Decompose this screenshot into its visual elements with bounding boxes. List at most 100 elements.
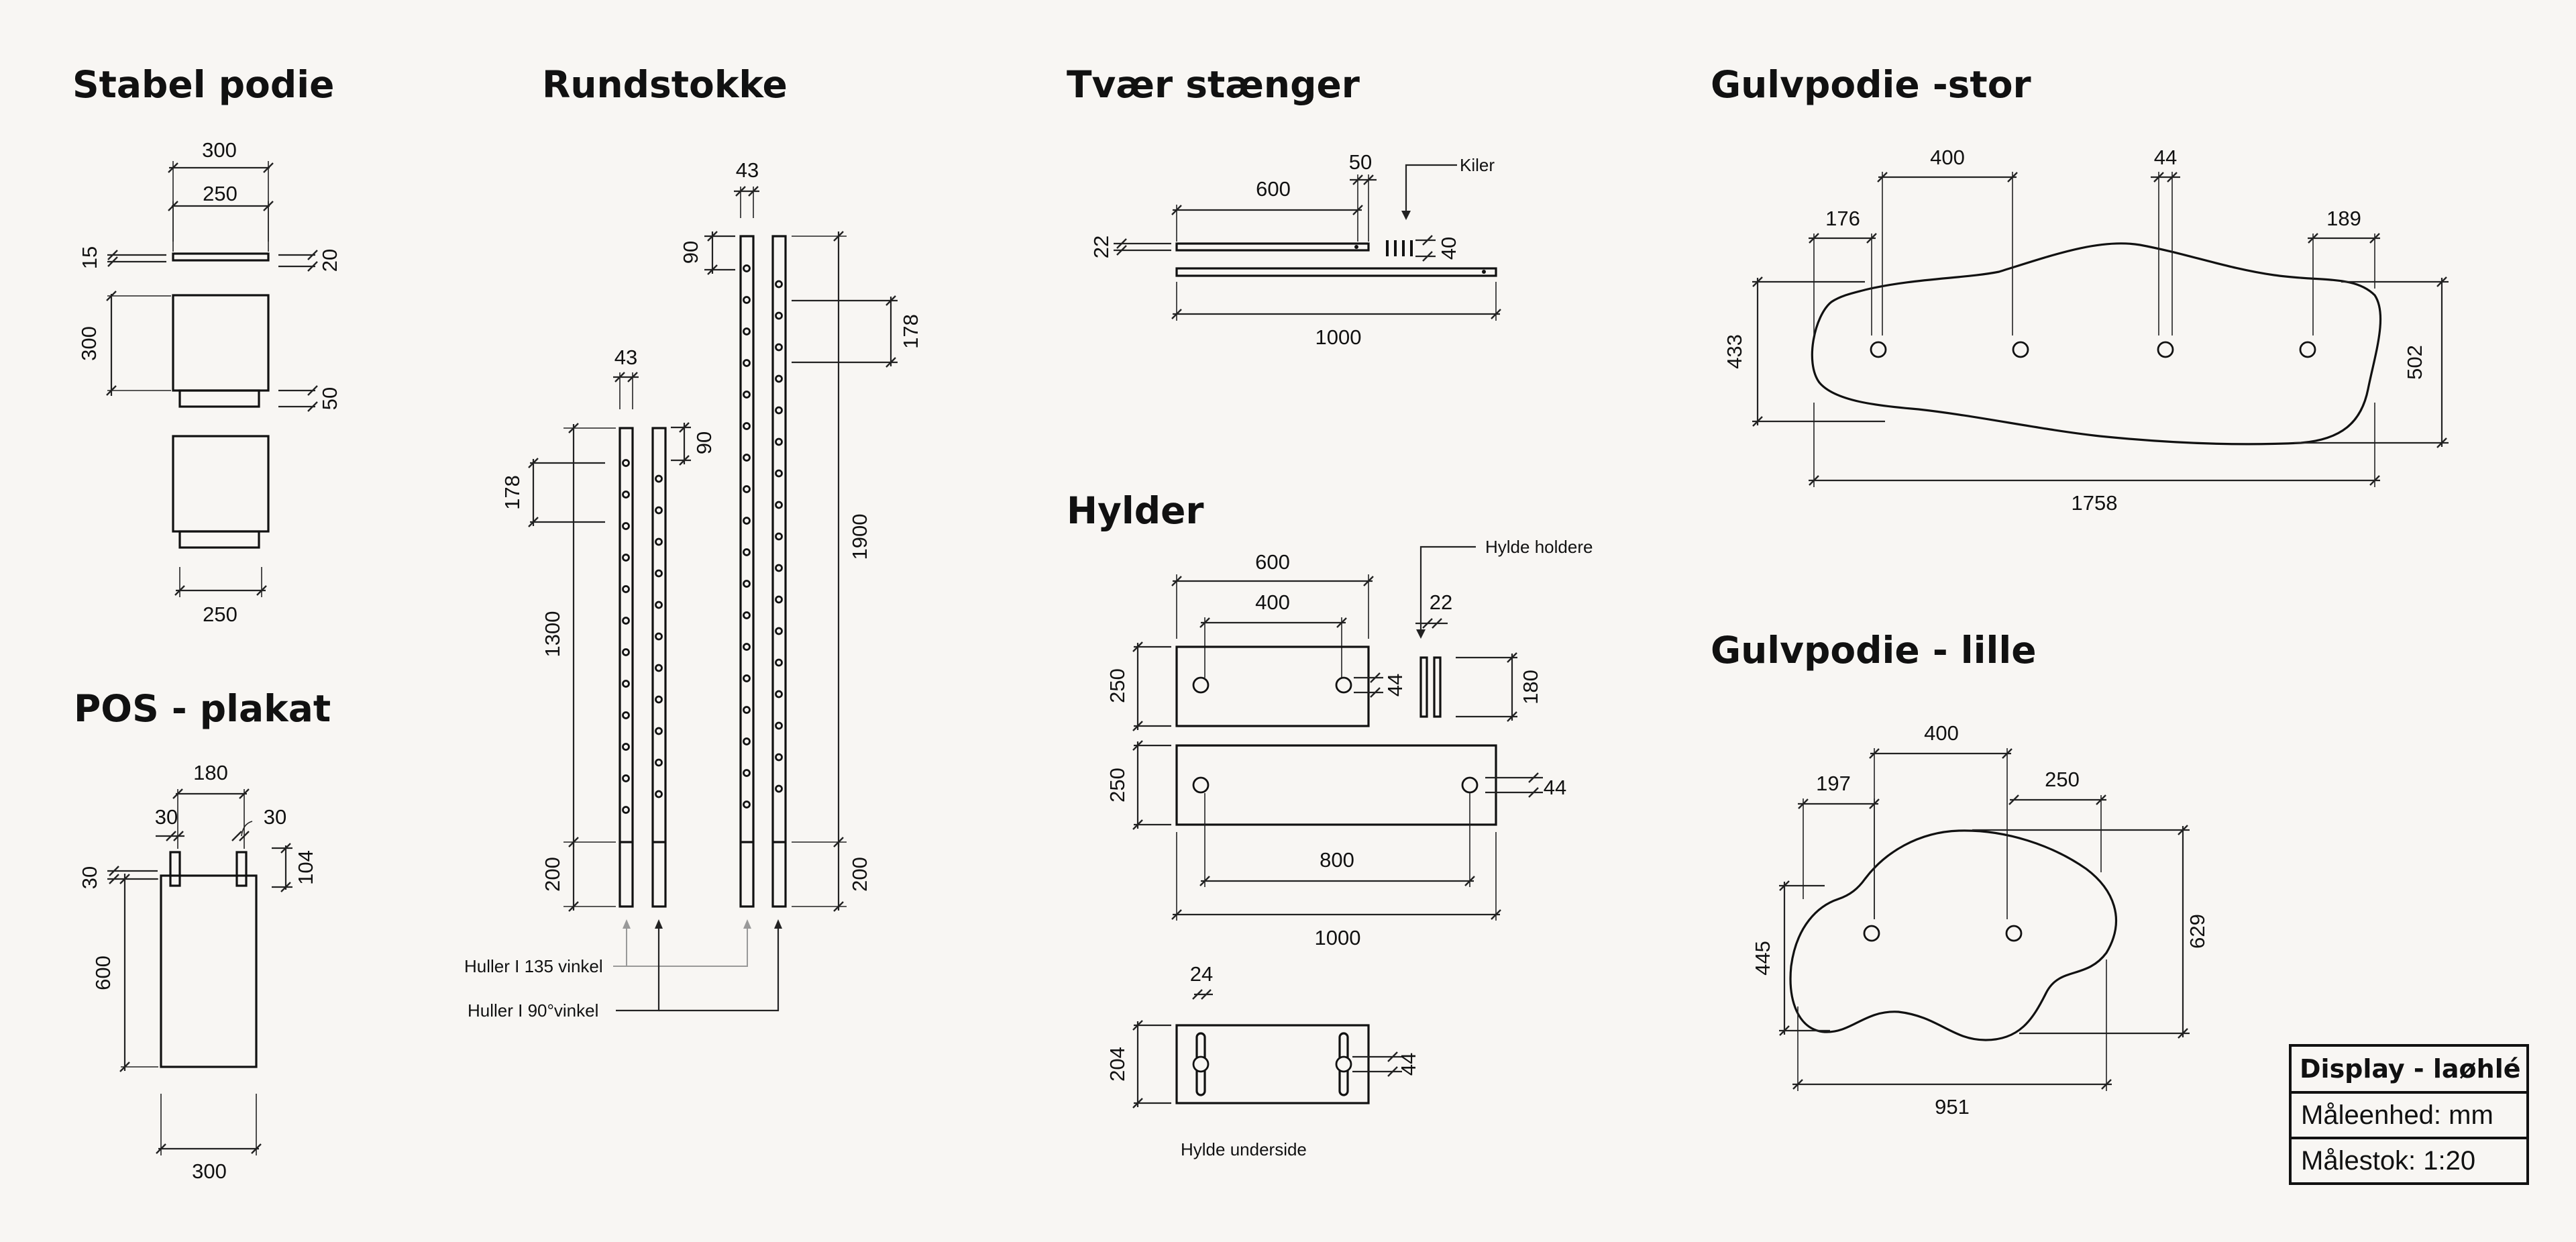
stor-dim-433: 433 xyxy=(1723,334,1746,369)
stabel-dim-50: 50 xyxy=(318,387,341,410)
hylder-dim-22: 22 xyxy=(1430,590,1452,614)
hylder-dim-400: 400 xyxy=(1255,590,1290,614)
dowel-hole xyxy=(743,611,751,619)
rund-dim-178-short: 178 xyxy=(500,475,524,510)
dowel-hole xyxy=(622,680,630,688)
stabel-dim-250-top: 250 xyxy=(203,182,237,205)
pos-plakat-section: POS - plakat 180 30 30 30 104 600 300 xyxy=(74,687,331,1183)
dowel-hole xyxy=(743,517,751,525)
dowel-hole xyxy=(743,580,751,588)
dowel-hole xyxy=(655,601,663,609)
dowel-hole xyxy=(622,711,630,719)
dowel-hole xyxy=(743,454,751,462)
tvaer-note-kiler: Kiler xyxy=(1460,155,1495,175)
pos-plakat-title: POS - plakat xyxy=(74,687,331,730)
hylder-dim-250-b: 250 xyxy=(1106,768,1129,803)
dowel-hole xyxy=(775,532,783,541)
dowel-hole xyxy=(775,311,783,320)
hylder-dim-800: 800 xyxy=(1320,848,1354,872)
stor-dim-1758: 1758 xyxy=(2072,491,2118,515)
dowel-hole xyxy=(655,790,663,798)
dowel-hole xyxy=(775,343,783,352)
gulvpodie-lille-title: Gulvpodie - lille xyxy=(1711,629,2037,672)
dowel-hole xyxy=(743,296,751,304)
rund-dim-90-short: 90 xyxy=(692,431,716,454)
tvaer-staenger-title: Tvær stænger xyxy=(1067,63,1360,106)
title-block-scale: Målestok: 1:20 xyxy=(2301,1146,2475,1176)
dowel-hole xyxy=(655,569,663,578)
tvaer-dim-22: 22 xyxy=(1089,236,1113,258)
hylder-note-holdere: Hylde holdere xyxy=(1485,537,1593,557)
lille-dim-445: 445 xyxy=(1751,941,1774,976)
rund-dim-1300: 1300 xyxy=(541,611,564,658)
dowel-hole xyxy=(743,800,751,809)
dowel-hole xyxy=(775,280,783,289)
rund-dim-200-tall: 200 xyxy=(848,857,871,892)
stabel-podie-section: Stabel podie 300 250 15 20 300 50 250 xyxy=(72,63,341,626)
dowel-hole xyxy=(743,264,751,272)
dowel-hole xyxy=(743,706,751,714)
lille-dim-629: 629 xyxy=(2186,914,2209,949)
hylder-title: Hylder xyxy=(1067,489,1204,532)
gulvpodie-lille-section: Gulvpodie - lille 400 197 250 445 629 95… xyxy=(1711,629,2209,1119)
stabel-dim-300-side: 300 xyxy=(77,326,101,361)
hylder-dim-250-a: 250 xyxy=(1106,668,1129,703)
dowel-hole xyxy=(743,548,751,556)
lille-dim-951: 951 xyxy=(1935,1095,1970,1119)
dowel-hole xyxy=(743,674,751,682)
dowel-hole xyxy=(622,648,630,656)
dowel-hole xyxy=(775,753,783,762)
dowel-hole xyxy=(775,374,783,383)
pos-dim-104: 104 xyxy=(294,850,317,885)
stabel-dim-20: 20 xyxy=(318,249,341,272)
tvaer-dim-600: 600 xyxy=(1256,177,1291,201)
dowel-hole xyxy=(655,506,663,515)
hylder-dim-24: 24 xyxy=(1190,962,1213,986)
stabel-dim-15: 15 xyxy=(78,246,101,269)
lille-dim-400: 400 xyxy=(1924,721,1959,745)
stor-dim-176: 176 xyxy=(1825,207,1860,230)
dowel-hole xyxy=(775,437,783,446)
dowel-hole xyxy=(743,327,751,335)
rund-note-90: Huller I 90°vinkel xyxy=(468,1000,598,1021)
dowel-hole xyxy=(655,632,663,641)
pos-dim-300: 300 xyxy=(192,1159,227,1183)
stabel-podie-title: Stabel podie xyxy=(72,63,334,106)
pos-dim-30-right: 30 xyxy=(264,805,286,829)
dowel-hole xyxy=(775,595,783,604)
hylder-note-underside: Hylde underside xyxy=(1181,1139,1307,1159)
dowel-hole xyxy=(743,359,751,367)
stabel-dim-250-bottom: 250 xyxy=(203,603,237,626)
rund-dim-1900: 1900 xyxy=(848,514,871,560)
hylder-section: Hylder 600 400 250 44 22 Hylde holdere 1… xyxy=(1067,489,1593,1159)
stor-dim-400: 400 xyxy=(1930,146,1965,169)
hylder-dim-180: 180 xyxy=(1519,670,1542,705)
title-block-unit: Måleenhed: mm xyxy=(2301,1100,2493,1130)
title-block: Display - laøhlé Måleenhed: mm Målestok:… xyxy=(2289,1044,2529,1185)
dowel-hole xyxy=(743,485,751,493)
dowel-hole xyxy=(743,769,751,777)
pos-dim-30-vertical: 30 xyxy=(78,866,101,889)
pos-dim-30-left: 30 xyxy=(155,805,178,829)
dowel-hole xyxy=(655,695,663,704)
dowel-hole xyxy=(775,469,783,478)
dowel-hole xyxy=(743,643,751,651)
rundstokke-title: Rundstokke xyxy=(542,63,788,106)
rund-dim-43-tall: 43 xyxy=(736,158,759,182)
hylder-dim-1000: 1000 xyxy=(1315,926,1361,949)
lille-dim-197: 197 xyxy=(1816,772,1851,795)
stor-dim-502: 502 xyxy=(2403,345,2426,380)
rund-dim-43-short: 43 xyxy=(614,346,637,369)
pos-dim-600: 600 xyxy=(91,955,115,990)
dowel-hole xyxy=(622,743,630,751)
stor-dim-189: 189 xyxy=(2326,207,2361,230)
dowel-hole xyxy=(775,784,783,793)
dowel-hole xyxy=(622,617,630,625)
dowel-hole xyxy=(655,474,663,483)
dowel-hole xyxy=(622,459,630,467)
hylder-dim-44-a: 44 xyxy=(1383,674,1407,696)
dowel-hole xyxy=(622,585,630,593)
title-block-title: Display - laøhlé xyxy=(2300,1054,2521,1084)
lille-dim-250: 250 xyxy=(2045,768,2080,791)
tvaer-staenger-section: Tvær stænger 600 50 22 40 Kiler 1000 xyxy=(1067,63,1502,349)
